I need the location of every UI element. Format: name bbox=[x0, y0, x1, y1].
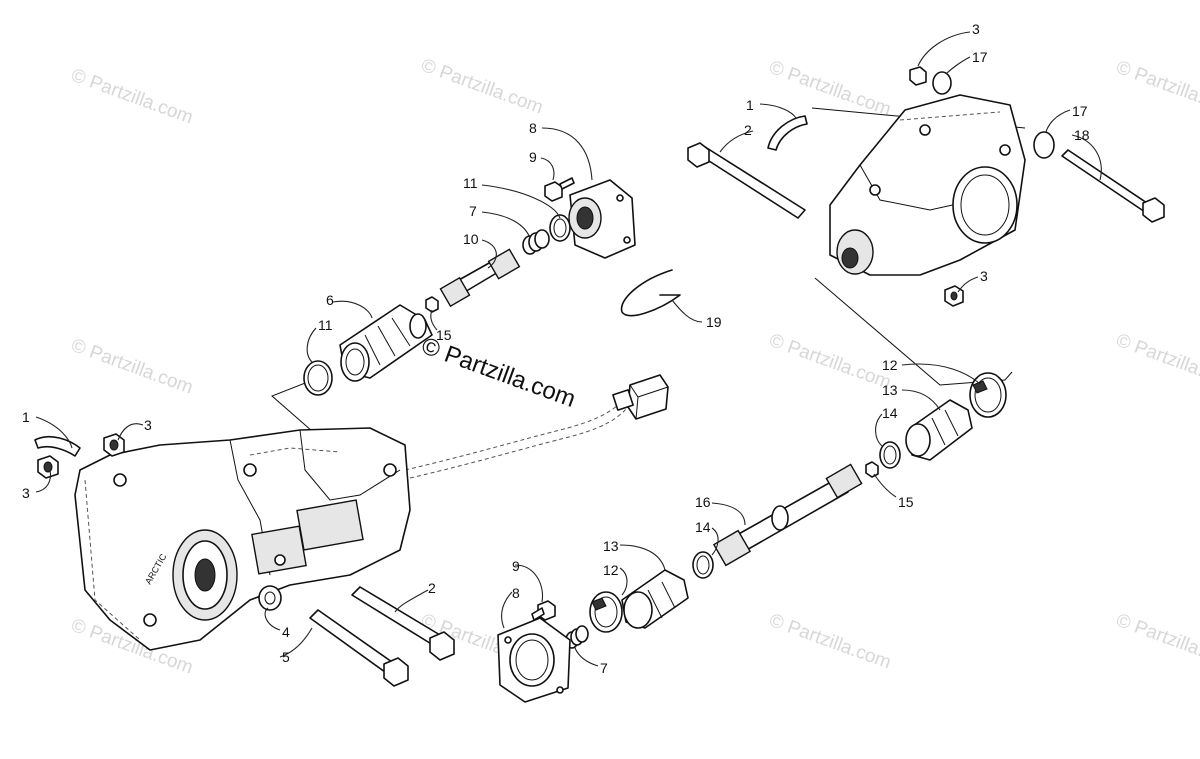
bolt-9-upper bbox=[544, 177, 575, 202]
shaft-16 bbox=[712, 463, 863, 567]
callout-3: 3 bbox=[144, 417, 152, 433]
housing-8-upper bbox=[568, 179, 636, 259]
callout-12: 12 bbox=[603, 562, 619, 578]
callout-7: 7 bbox=[600, 660, 608, 676]
spacer-17-top bbox=[932, 71, 952, 95]
callout-9: 9 bbox=[512, 558, 520, 574]
callout-18: 18 bbox=[1074, 127, 1090, 143]
watermark: © Partzilla.com bbox=[766, 610, 893, 674]
watermark: © Partzilla.com bbox=[766, 330, 893, 394]
callout-11: 11 bbox=[318, 317, 333, 333]
bolt-18 bbox=[1061, 149, 1165, 223]
callout-13: 13 bbox=[882, 382, 898, 398]
sensor-connector bbox=[612, 374, 669, 420]
clamp-14-lower bbox=[692, 551, 714, 579]
callout-10: 10 bbox=[463, 231, 479, 247]
callout-15: 15 bbox=[436, 327, 452, 343]
nut-left-lower bbox=[37, 455, 59, 479]
housing-8-lower bbox=[497, 617, 571, 703]
callout-14: 14 bbox=[882, 405, 898, 421]
callout-3: 3 bbox=[980, 268, 988, 284]
bolt-left-short bbox=[309, 609, 409, 687]
o-ring-11-upper bbox=[549, 214, 571, 242]
watermark: © Partzilla.com bbox=[68, 65, 195, 129]
watermark: © Partzilla.com bbox=[1113, 330, 1200, 394]
callout-19: 19 bbox=[706, 314, 722, 330]
clip-19 bbox=[620, 269, 681, 317]
clamp-12-upper bbox=[969, 372, 1007, 418]
callout-11: 11 bbox=[463, 175, 478, 191]
shaft-10 bbox=[439, 248, 521, 308]
watermark: © Partzilla.com bbox=[1113, 610, 1200, 674]
o-ring-left bbox=[303, 360, 333, 396]
vent-hose-right bbox=[767, 115, 808, 151]
callout-3: 3 bbox=[972, 21, 980, 37]
bolt-9-lower bbox=[531, 600, 556, 621]
front-gearcase-left: ARCTIC bbox=[74, 427, 411, 651]
callout-17: 17 bbox=[972, 49, 988, 65]
callout-15: 15 bbox=[898, 494, 914, 510]
rear-gearcase-right bbox=[829, 94, 1026, 276]
bolt-right-long bbox=[687, 142, 806, 219]
boot-13-lower bbox=[621, 569, 689, 629]
clamp-14-upper bbox=[879, 441, 901, 469]
pin-15-upper bbox=[425, 296, 439, 313]
spring-7-upper bbox=[522, 229, 550, 255]
callout-7: 7 bbox=[469, 203, 477, 219]
callout-9: 9 bbox=[529, 149, 537, 165]
callout-3: 3 bbox=[22, 485, 30, 501]
callout-13: 13 bbox=[603, 538, 619, 554]
boot-6 bbox=[339, 304, 433, 382]
callout-2: 2 bbox=[744, 122, 752, 138]
boot-13-upper bbox=[905, 399, 973, 461]
callout-1: 1 bbox=[746, 97, 754, 113]
spacer-washer-left bbox=[258, 585, 282, 611]
callout-12: 12 bbox=[882, 357, 898, 373]
pin-15-lower bbox=[865, 461, 879, 478]
vent-hose-left bbox=[34, 435, 81, 457]
callout-8: 8 bbox=[529, 120, 537, 136]
callout-16: 16 bbox=[695, 494, 711, 510]
callout-1: 1 bbox=[22, 409, 30, 425]
watermark: © Partzilla.com bbox=[1113, 57, 1200, 121]
callout-6: 6 bbox=[326, 292, 334, 308]
watermark: © Partzilla.com bbox=[68, 335, 195, 399]
spacer-17-right bbox=[1033, 131, 1055, 159]
callouts: 1 3 3 4 5 2 11 6 15 10 7 11 9 8 19 1 2 bbox=[22, 21, 1102, 676]
callout-14: 14 bbox=[695, 519, 711, 535]
callout-4: 4 bbox=[282, 624, 290, 640]
bolt-left-long bbox=[351, 586, 455, 661]
watermark: © Partzilla.com bbox=[418, 55, 545, 119]
center-watermark: © Partzilla.com bbox=[418, 332, 579, 413]
nut-left-upper bbox=[103, 433, 125, 457]
callout-2: 2 bbox=[428, 580, 436, 596]
watermark: © Partzilla.com bbox=[766, 57, 893, 121]
clamp-12-lower bbox=[589, 591, 623, 633]
callout-17: 17 bbox=[1072, 103, 1088, 119]
callout-8: 8 bbox=[512, 585, 520, 601]
nut-right-top bbox=[909, 66, 927, 86]
callout-5: 5 bbox=[282, 649, 290, 665]
